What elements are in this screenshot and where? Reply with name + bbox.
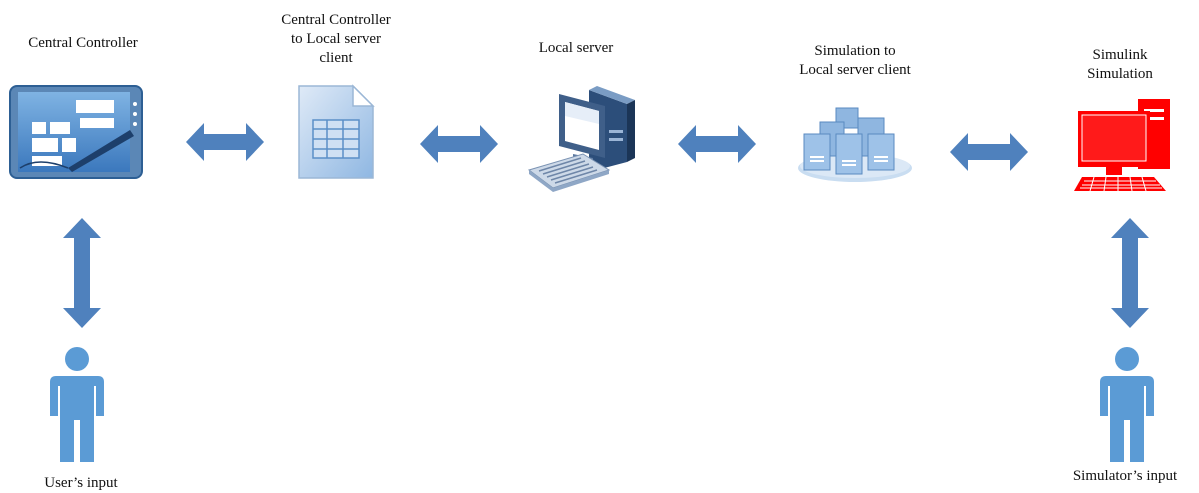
bidirectional-arrow-horizontal [950, 132, 1028, 172]
bidirectional-arrow-horizontal [186, 122, 264, 162]
spreadsheet-document-icon [297, 84, 375, 180]
bidirectional-arrow-vertical [1110, 218, 1150, 328]
bidirectional-arrow-vertical [62, 218, 102, 328]
person-icon [1098, 346, 1156, 464]
cc-to-local-client-label: Central Controller to Local server clien… [281, 12, 391, 66]
bidirectional-arrow-horizontal [420, 124, 498, 164]
local-server-label: Local server [538, 40, 614, 56]
sim-to-local-client-label: Simulation to Local server client [799, 43, 911, 78]
server-cluster-icon [796, 104, 914, 184]
bidirectional-arrow-horizontal [678, 124, 756, 164]
red-computer-icon [1074, 97, 1174, 195]
simulink-simulation-label: Simulink Simulation [1087, 47, 1153, 82]
desktop-computer-icon [527, 84, 643, 208]
tablet-pen-icon [8, 84, 144, 180]
simulator-input-label: Simulator’s input [1072, 468, 1178, 484]
person-icon [48, 346, 106, 464]
user-input-label: User’s input [44, 475, 118, 491]
central-controller-label: Central Controller [28, 35, 138, 51]
